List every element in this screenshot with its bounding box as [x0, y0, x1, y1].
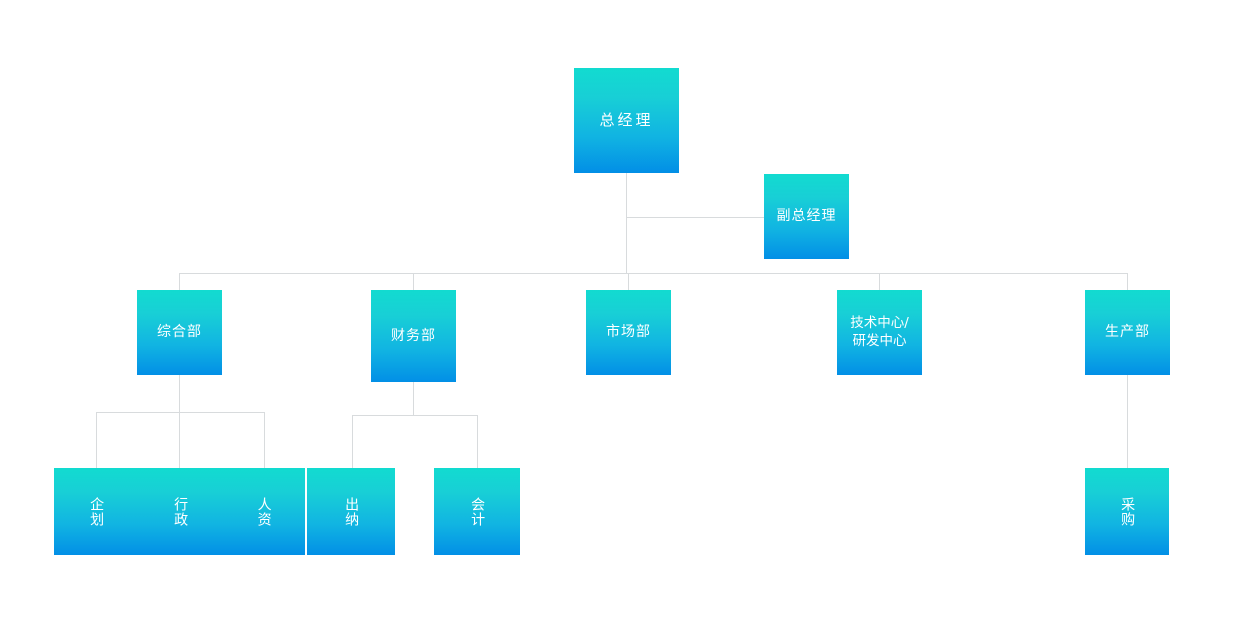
node-administration[interactable]: 行政	[138, 468, 222, 555]
edge-finance-accounting	[477, 415, 478, 468]
edge-general-affairs-administration	[179, 412, 180, 468]
node-general-affairs-label: 综合部	[157, 324, 202, 341]
node-production[interactable]: 生产部	[1085, 290, 1170, 375]
edge-finance-cashier	[352, 415, 353, 468]
node-human-resources-label: 人资	[255, 496, 272, 527]
node-accounting-label: 会计	[469, 496, 486, 527]
node-vice-ceo-label: 副总经理	[776, 208, 837, 225]
node-accounting[interactable]: 会计	[434, 468, 520, 555]
connector-finance-trunk	[413, 382, 414, 415]
node-ceo[interactable]: 总经理	[574, 68, 679, 173]
node-marketing-label: 市场部	[606, 324, 651, 341]
node-procurement-label: 采购	[1119, 496, 1136, 527]
node-tech-center-label: 技术中心/ 研发中心	[850, 315, 909, 351]
connector-finance-bus	[352, 415, 477, 416]
node-tech-center-label-line2: 研发中心	[852, 332, 907, 349]
node-finance-label: 财务部	[391, 327, 436, 344]
node-ceo-label: 总经理	[599, 110, 654, 129]
node-administration-label: 行政	[172, 496, 189, 527]
node-finance[interactable]: 财务部	[371, 290, 456, 382]
node-production-label: 生产部	[1105, 324, 1150, 341]
edge-ceo-finance	[413, 273, 414, 290]
edge-production-procurement	[1127, 375, 1128, 468]
connector-general-affairs-bus	[96, 412, 264, 413]
node-planning[interactable]: 企划	[54, 468, 138, 555]
node-tech-center-label-line1: 技术中心/	[850, 314, 909, 331]
edge-ceo-tech-center	[879, 273, 880, 290]
node-marketing[interactable]: 市场部	[586, 290, 671, 375]
node-cashier-label: 出纳	[343, 496, 360, 527]
connector-general-affairs-trunk	[179, 375, 180, 412]
node-tech-center[interactable]: 技术中心/ 研发中心	[837, 290, 922, 375]
edge-general-affairs-hr	[264, 412, 265, 468]
connector-ceo-trunk	[626, 173, 627, 273]
edge-ceo-production	[1127, 273, 1128, 290]
node-general-affairs[interactable]: 综合部	[137, 290, 222, 375]
connector-level2-bus	[179, 273, 1127, 274]
node-planning-label: 企划	[88, 496, 105, 527]
node-cashier[interactable]: 出纳	[307, 468, 395, 555]
node-human-resources[interactable]: 人资	[222, 468, 305, 555]
node-procurement[interactable]: 采购	[1085, 468, 1169, 555]
edge-general-affairs-planning	[96, 412, 97, 468]
node-vice-ceo[interactable]: 副总经理	[764, 174, 849, 259]
edge-ceo-general-affairs	[179, 273, 180, 290]
edge-ceo-vice	[626, 217, 764, 218]
edge-ceo-marketing	[628, 273, 629, 290]
